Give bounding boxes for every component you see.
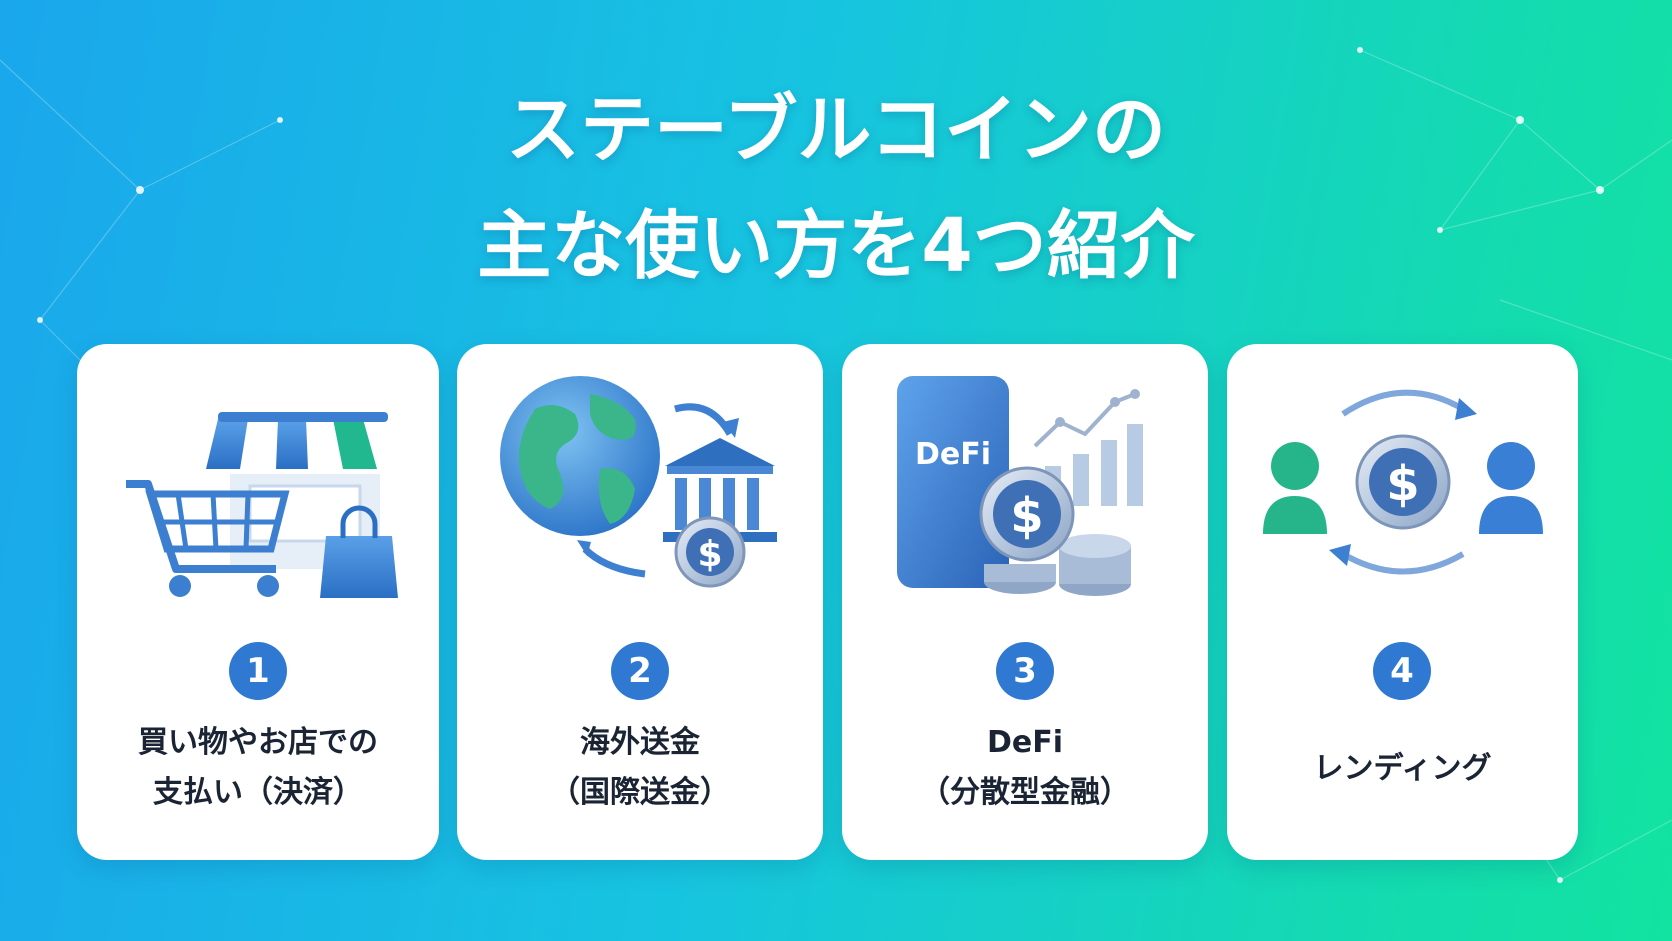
defi-phone-coins-icon: DeFi $ — [897, 376, 1143, 596]
svg-text:$: $ — [697, 534, 722, 575]
card-label-defi: DeFi （分散型金融） — [842, 718, 1208, 818]
card-defi: DeFi $ 3 DeFi （分散型金融） — [842, 344, 1208, 860]
card-label-lending: レンディング — [1227, 744, 1578, 794]
card-payment: 1 買い物やお店での 支払い（決済） — [77, 344, 439, 860]
card-label-line-1: 海外送金 — [580, 725, 700, 760]
card-label-line-2: （分散型金融） — [920, 775, 1130, 810]
phone-defi-text: DeFi — [915, 437, 991, 472]
svg-text:$: $ — [1010, 488, 1043, 544]
card-label-line-1: レンディング — [1313, 751, 1492, 786]
step-number-4: 4 — [1373, 642, 1431, 700]
step-number-2: 2 — [611, 642, 669, 700]
page-title: ステーブルコインの 主な使い方を4つ紹介 — [0, 72, 1672, 304]
step-number-3: 3 — [996, 642, 1054, 700]
title-line-1: ステーブルコインの — [505, 87, 1167, 173]
shopping-cart-store-icon — [126, 412, 398, 598]
title-line-2: 主な使い方を4つ紹介 — [477, 203, 1195, 289]
card-remittance: $ 2 海外送金 （国際送金） — [457, 344, 823, 860]
card-label-payment: 買い物やお店での 支払い（決済） — [77, 718, 439, 818]
globe-bank-transfer-icon: $ — [500, 376, 777, 588]
card-lending: $ 4 レンディング — [1227, 344, 1578, 860]
lending-people-coin-icon: $ — [1262, 389, 1543, 575]
card-label-line-2: （国際送金） — [550, 775, 730, 810]
card-label-line-2: 支払い（決済） — [153, 775, 363, 810]
card-label-line-1: 買い物やお店での — [138, 725, 378, 760]
card-label-remittance: 海外送金 （国際送金） — [457, 718, 823, 818]
step-number-1: 1 — [229, 642, 287, 700]
svg-text:$: $ — [1386, 456, 1419, 512]
card-label-line-1: DeFi — [986, 725, 1064, 760]
